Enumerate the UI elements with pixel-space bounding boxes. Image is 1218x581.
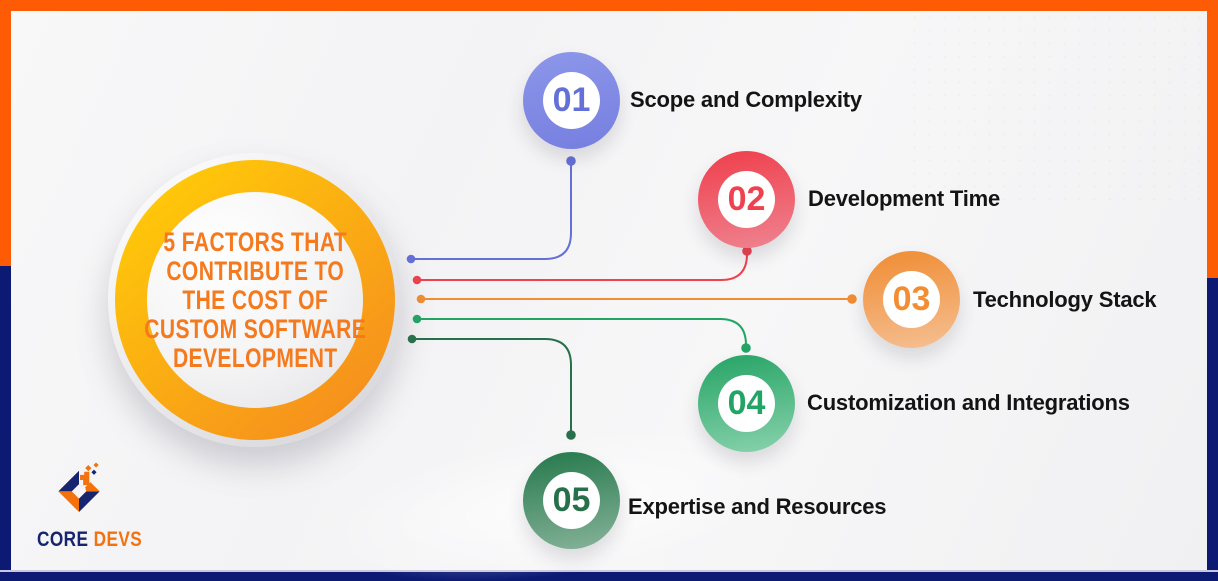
factor-number-05: 05 [543,472,600,529]
factor-label-01: Scope and Complexity [630,87,862,112]
factor-node-03: 03 [863,251,960,348]
connector-start-dot-03 [416,294,426,304]
factor-label-05: Expertise and Resources [628,494,887,519]
frame-top-border [0,0,1218,11]
connector-start-dot-05 [407,334,417,344]
title-line: Development [172,342,338,373]
frame-right-border-navy [1207,278,1218,581]
connector-start-dot-04 [412,314,422,324]
connector-end-dot-03 [847,294,857,304]
factor-node-01: 01 [523,52,620,149]
frame-bottom-border [0,570,1218,581]
core-devs-wordmark: CORE DEVS [37,528,142,552]
connector-end-dot-04 [741,343,751,353]
factor-number-01: 01 [543,72,600,129]
connector-line-05 [411,338,572,435]
connector-line-02 [416,250,748,281]
connector-start-dot-02 [412,275,422,285]
factor-label-02: Development Time [808,186,1001,211]
factor-label-04: Customization and Integrations [807,390,1130,415]
connector-end-dot-01 [566,156,576,166]
core-devs-cube-icon [58,462,100,513]
factor-number-02: 02 [718,171,775,228]
frame-left-border-orange [0,0,11,266]
logo-word-devs: DEVS [93,528,143,551]
core-devs-logo: CORE DEVS [28,458,142,558]
frame-left-border-navy [0,266,11,581]
infographic-title: 5 Factors That Contribute to the Cost of… [144,226,366,373]
factor-label-03: Technology Stack [973,287,1157,312]
title-line: Contribute to [166,255,344,286]
frame-right-border-orange [1207,0,1218,278]
title-line: 5 Factors That [163,226,347,257]
factor-node-04: 04 [698,355,795,452]
logo-word-core: CORE [37,528,89,551]
connector-end-dot-05 [566,430,576,440]
watermark-dot-texture [907,11,1207,206]
central-circle-inner: 5 Factors That Contribute to the Cost of… [144,192,366,408]
title-line: the Cost of [182,284,328,315]
factor-node-05: 05 [523,452,620,549]
central-circle: 5 Factors That Contribute to the Cost of… [108,153,402,447]
factor-number-03: 03 [883,271,940,328]
connector-line-04 [416,318,747,349]
factor-number-04: 04 [718,375,775,432]
connector-start-dot-01 [406,254,416,264]
title-line: Custom Software [144,313,366,344]
connector-line-01 [410,162,572,260]
factor-node-02: 02 [698,151,795,248]
